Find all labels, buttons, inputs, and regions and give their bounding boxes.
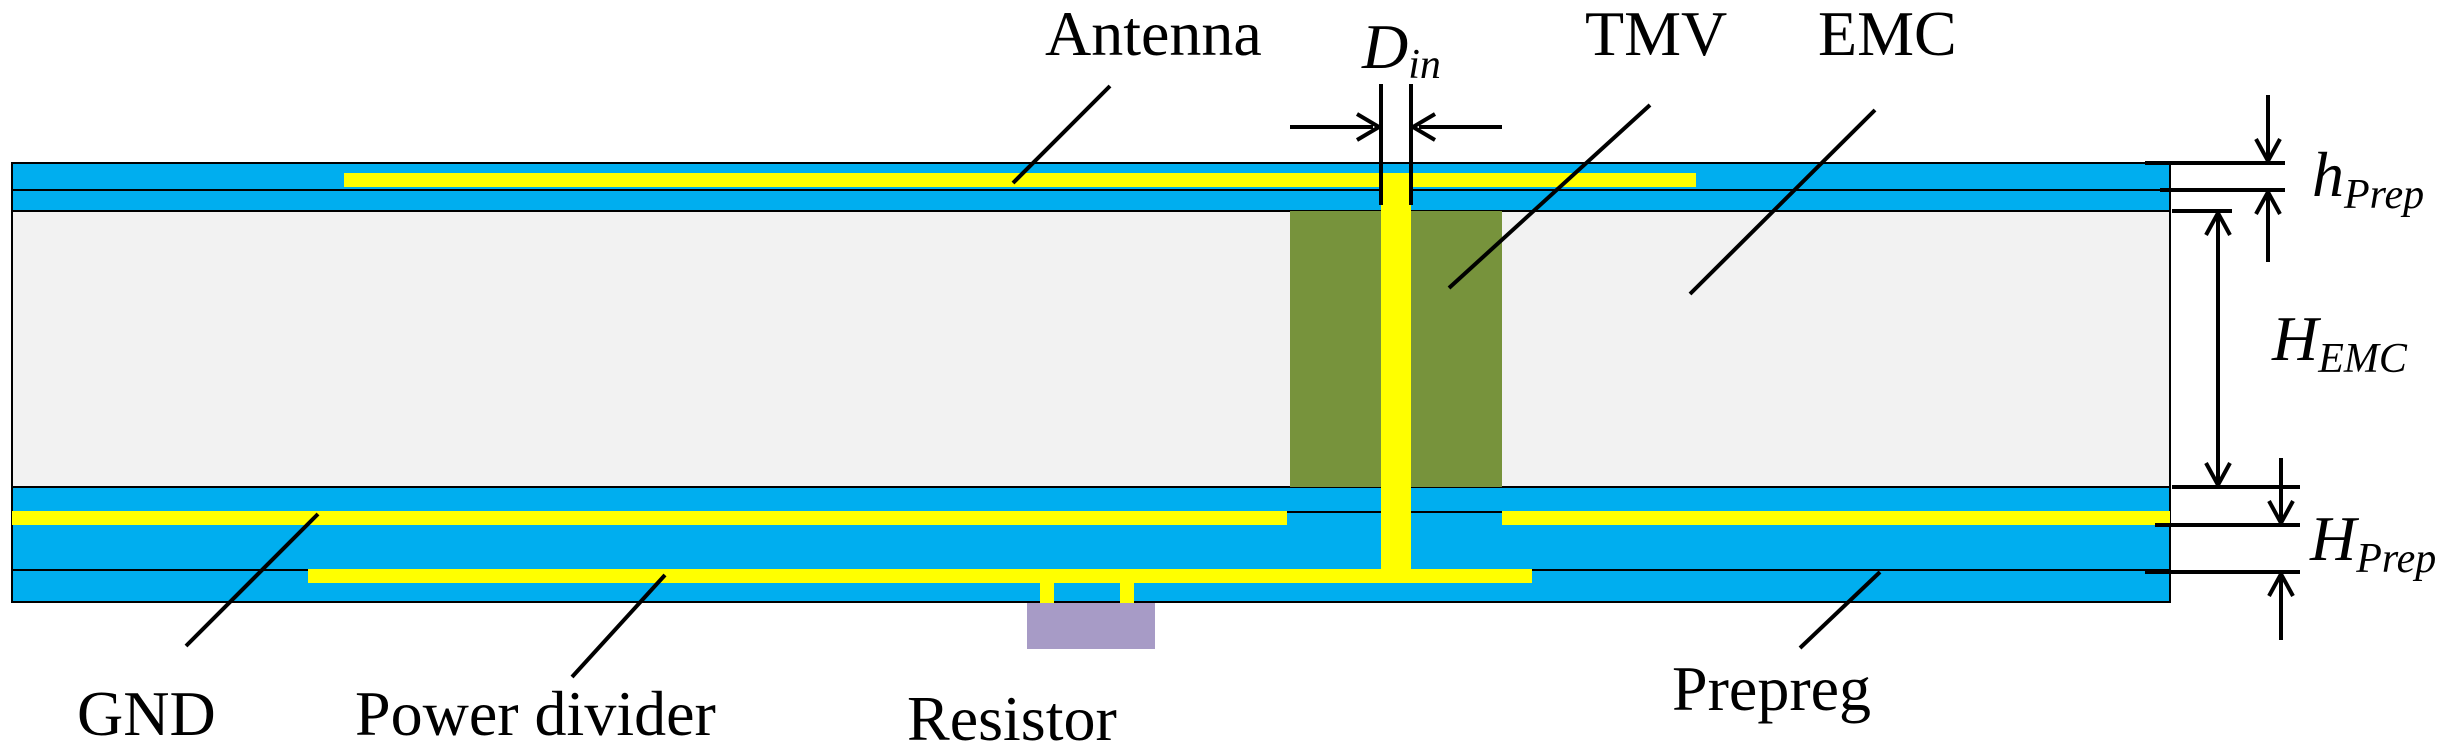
d-in-dimension [1290,84,1502,205]
h-prep-symbol: hPrep [2312,139,2424,218]
bottom-prepreg-layer [11,486,2171,603]
thickness-dimensions [2145,95,2300,640]
tmv-leader [1447,103,1652,290]
tmv-via [1381,173,1411,583]
resistor-body [1027,603,1155,649]
power-divider-label: Power divider [355,678,716,749]
power-divider-strip [308,569,1532,583]
emc-label: EMC [1818,0,1957,69]
antenna-label: Antenna [1045,0,1262,69]
resistor-pad-right [1120,582,1134,604]
h-prep-bottom-symbol: HPrep [2309,503,2436,582]
emc-layer [11,210,2171,488]
gnd-label: GND [77,678,216,749]
gnd-leader [184,512,320,648]
resistor-label: Resistor [907,683,1117,752]
emc-leader [1688,108,1877,296]
antenna-strip [344,173,1696,187]
leader-lines [184,84,1882,679]
prepreg-label: Prepreg [1672,653,1871,724]
prepreg-leader [1798,570,1882,650]
antenna-leader [1011,84,1112,185]
gnd-strip-right [1502,511,2170,525]
h-emc-symbol: HEMC [2271,303,2408,382]
gnd-strip-left [12,511,1287,525]
d-in-symbol: Din [1361,11,1441,88]
tmv-label: TMV [1585,0,1727,69]
power-divider-leader [570,573,667,679]
resistor-pad-left [1040,582,1054,604]
